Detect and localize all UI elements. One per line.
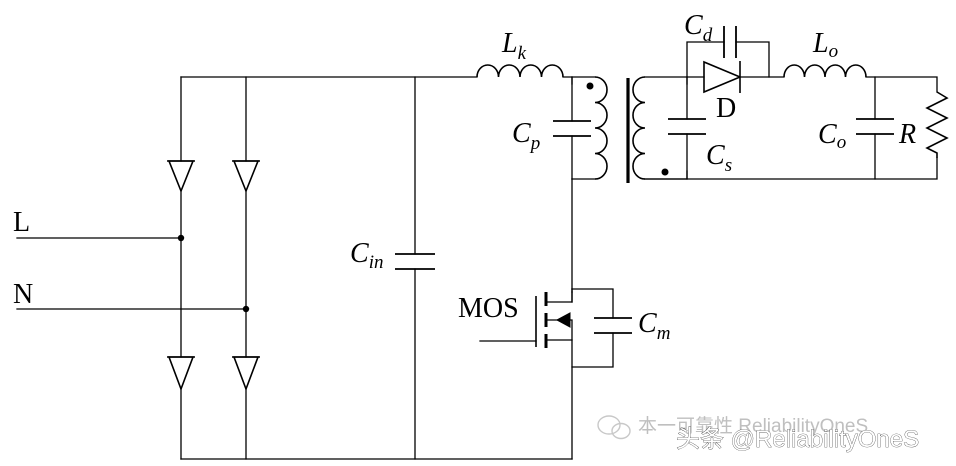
label-lo: Lo bbox=[812, 28, 838, 62]
capacitor-cp bbox=[553, 120, 591, 137]
label-cin: Cin bbox=[350, 238, 383, 273]
bridge-diode-bottom-left bbox=[167, 356, 195, 392]
wires bbox=[16, 41, 938, 460]
watermark: 本一可靠性 ReliabilityOneS 头条 @ReliabilityOne… bbox=[597, 415, 919, 453]
label-l: L bbox=[13, 207, 30, 238]
bridge-diode-bottom-right bbox=[232, 356, 260, 392]
label-d: D bbox=[716, 93, 736, 124]
capacitor-cs bbox=[668, 118, 706, 135]
watermark-line1: 本一可靠性 ReliabilityOneS bbox=[638, 415, 868, 437]
label-cp: Cp bbox=[512, 118, 540, 154]
label-mos: MOS bbox=[458, 293, 519, 324]
capacitor-cm bbox=[594, 317, 632, 334]
inductor-lo bbox=[783, 64, 867, 78]
inductor-lk bbox=[476, 64, 564, 78]
transformer-secondary bbox=[632, 76, 669, 180]
bridge-diode-top-left bbox=[167, 160, 195, 194]
mosfet bbox=[535, 292, 571, 348]
watermark-line2: 头条 @ReliabilityOneS bbox=[676, 426, 919, 453]
capacitor-cd bbox=[723, 26, 737, 58]
label-cm: Cm bbox=[638, 308, 670, 344]
label-lk: Lk bbox=[501, 28, 527, 64]
wechat-icon bbox=[597, 415, 631, 440]
diode-d bbox=[703, 60, 743, 94]
junction-dots bbox=[177, 234, 250, 313]
bridge-diode-top-right bbox=[232, 160, 260, 194]
capacitor-cin bbox=[395, 253, 435, 270]
capacitor-co bbox=[856, 118, 894, 135]
label-n: N bbox=[13, 279, 33, 310]
label-cd: Cd bbox=[684, 10, 713, 46]
transformer-primary bbox=[586, 76, 608, 180]
label-cs: Cs bbox=[706, 140, 732, 176]
resistor-r bbox=[925, 91, 949, 158]
label-co: Co bbox=[818, 119, 846, 153]
label-r: R bbox=[898, 119, 916, 150]
